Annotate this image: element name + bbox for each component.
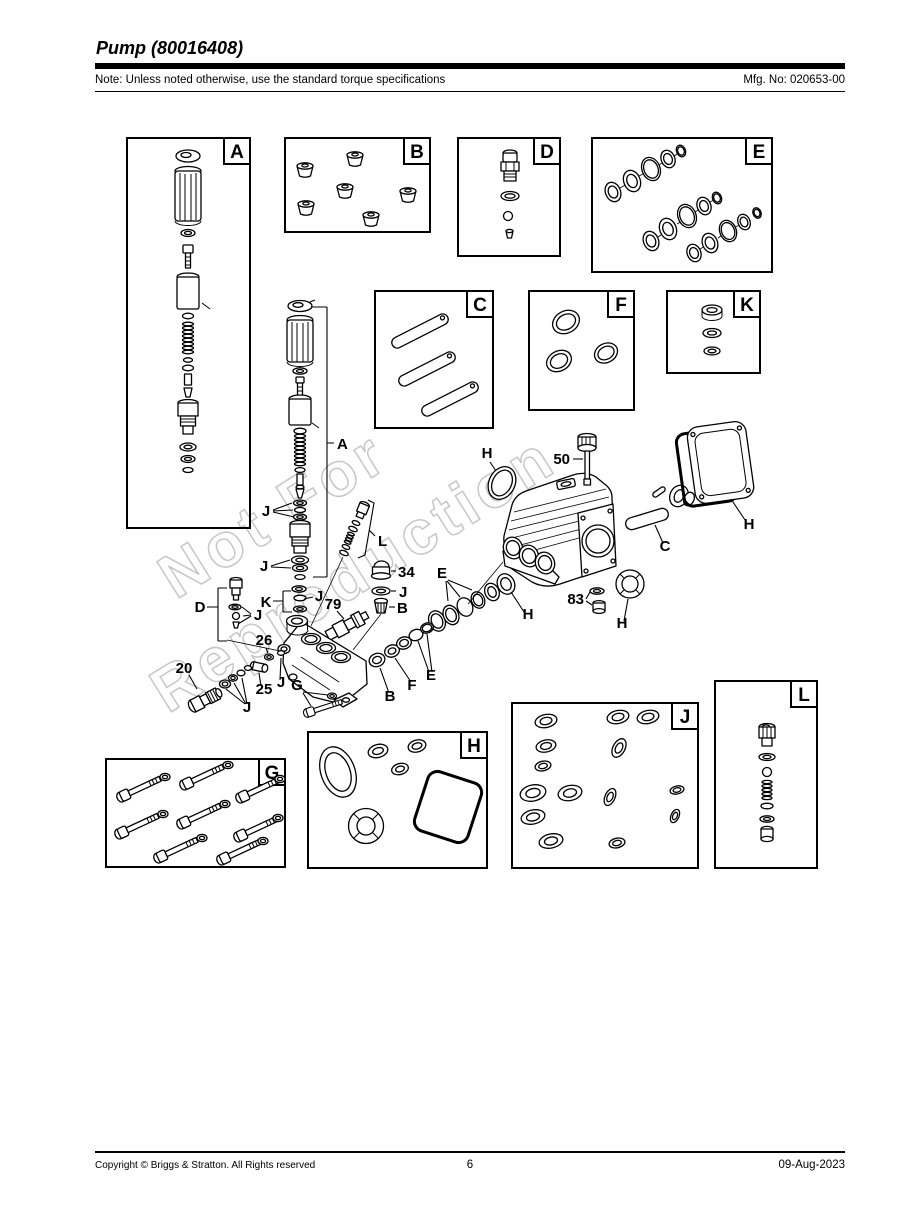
box-l-label: L bbox=[798, 685, 810, 706]
callout-d: D bbox=[195, 599, 206, 616]
callout-83: 83 bbox=[567, 591, 584, 608]
rod-clamp-group: C bbox=[625, 484, 696, 555]
callout-k: K bbox=[261, 594, 272, 611]
callout-h-shaft: H bbox=[617, 615, 628, 632]
box-f-label: F bbox=[615, 295, 627, 316]
callout-50: 50 bbox=[553, 451, 570, 468]
box-f: F bbox=[528, 290, 635, 411]
oval-seal-group: H bbox=[482, 445, 517, 500]
box-h: H bbox=[307, 731, 488, 869]
check-valve-assembly: L bbox=[310, 499, 387, 627]
box-e-label: E bbox=[753, 142, 766, 163]
box-k-label: K bbox=[740, 295, 754, 316]
callout-j-k: J bbox=[315, 588, 323, 605]
header-rule bbox=[95, 91, 845, 92]
garden-hose-fitting-group: 20 J bbox=[176, 660, 253, 716]
callout-j-upper: J bbox=[262, 502, 295, 520]
copyright-text: Copyright © Briggs & Stratton. All Right… bbox=[95, 1160, 316, 1171]
seal-stack-group: K J bbox=[261, 588, 323, 613]
callout-l: L bbox=[378, 533, 387, 550]
box-j-label: J bbox=[680, 707, 691, 728]
callout-h-oval: H bbox=[482, 445, 493, 462]
header-bar bbox=[95, 63, 845, 69]
check-valve-kit-parts bbox=[758, 722, 776, 843]
thermal-relief-parts bbox=[500, 149, 520, 239]
callout-e-right: E bbox=[426, 667, 436, 684]
callout-b-valve: B bbox=[397, 600, 408, 617]
shaft-seal-group: H bbox=[615, 569, 645, 632]
callout-j-26: J bbox=[277, 674, 285, 691]
callout-g: G bbox=[291, 677, 303, 694]
callout-h-cover: H bbox=[744, 516, 755, 533]
callout-b-sleeve: B bbox=[385, 688, 396, 705]
unloader-assembly bbox=[286, 299, 320, 613]
svg-text:J: J bbox=[260, 558, 268, 575]
callout-h-seal: H bbox=[523, 606, 534, 623]
subheader: Note: Unless noted otherwise, use the st… bbox=[95, 74, 845, 86]
small-seal-parts bbox=[701, 304, 723, 356]
callout-25: 25 bbox=[256, 681, 273, 698]
callout-a-bracket: A bbox=[311, 306, 348, 578]
large-oring-parts bbox=[545, 309, 619, 373]
callout-e-left: E bbox=[437, 565, 447, 582]
box-l: L bbox=[714, 680, 818, 869]
inlet-fitting-group: D J bbox=[195, 576, 286, 653]
callout-34: 34 bbox=[398, 564, 415, 581]
box-d-label: D bbox=[540, 142, 554, 163]
box-c-label: C bbox=[473, 295, 487, 316]
svg-text:J: J bbox=[262, 503, 270, 520]
oring-kit-parts bbox=[519, 709, 685, 849]
box-j: J bbox=[511, 702, 699, 869]
callout-f: F bbox=[407, 677, 416, 694]
page-number: 6 bbox=[466, 1159, 474, 1171]
box-c: C bbox=[374, 290, 494, 429]
piston-rod-parts bbox=[391, 313, 479, 417]
box-k: K bbox=[666, 290, 761, 374]
box-e: E bbox=[591, 137, 773, 273]
box-b: B bbox=[284, 137, 431, 233]
callout-c: C bbox=[660, 538, 671, 555]
page-title: Pump (80016408) bbox=[96, 38, 244, 58]
box-b-label: B bbox=[410, 142, 424, 163]
valve-cap-group: 34 J B bbox=[352, 560, 415, 651]
callout-j-34: J bbox=[399, 584, 407, 601]
piston-seal-group: B F E bbox=[368, 622, 436, 705]
callout-79: 79 bbox=[325, 596, 342, 613]
crankcase bbox=[502, 472, 617, 587]
callout-j-20: J bbox=[243, 699, 251, 716]
callout-20: 20 bbox=[176, 660, 193, 677]
seal-gasket-kit-parts bbox=[319, 739, 484, 845]
callout-26: 26 bbox=[256, 632, 273, 649]
callout-a: A bbox=[337, 436, 348, 453]
plug-26-25-group: 26 25 J bbox=[249, 632, 285, 698]
unloader-kit-parts bbox=[174, 149, 211, 474]
cover-plate-group: H bbox=[674, 420, 755, 533]
chemical-valve-group: 79 bbox=[324, 596, 370, 641]
footer-rule bbox=[95, 1151, 845, 1153]
torque-note: Note: Unless noted otherwise, use the st… bbox=[95, 74, 446, 86]
revision-date: 09-Aug-2023 bbox=[778, 1159, 846, 1171]
box-g: G bbox=[105, 758, 286, 868]
oring-seal-kit-parts bbox=[604, 144, 762, 263]
box-h-label: H bbox=[467, 736, 481, 757]
drain-plug-group: 83 bbox=[567, 587, 606, 615]
box-d: D bbox=[457, 137, 561, 257]
callout-j-mid: J bbox=[260, 558, 292, 575]
head-bolt-group: G bbox=[291, 677, 344, 719]
manifold-head bbox=[277, 614, 368, 708]
box-a: A bbox=[126, 137, 251, 529]
callout-j-d: J bbox=[254, 607, 262, 624]
valve-plug-parts bbox=[296, 151, 417, 227]
dipstick-group: 50 bbox=[553, 432, 597, 486]
box-a-label: A bbox=[230, 142, 244, 163]
mfg-number: Mfg. No: 020653-00 bbox=[743, 74, 845, 86]
